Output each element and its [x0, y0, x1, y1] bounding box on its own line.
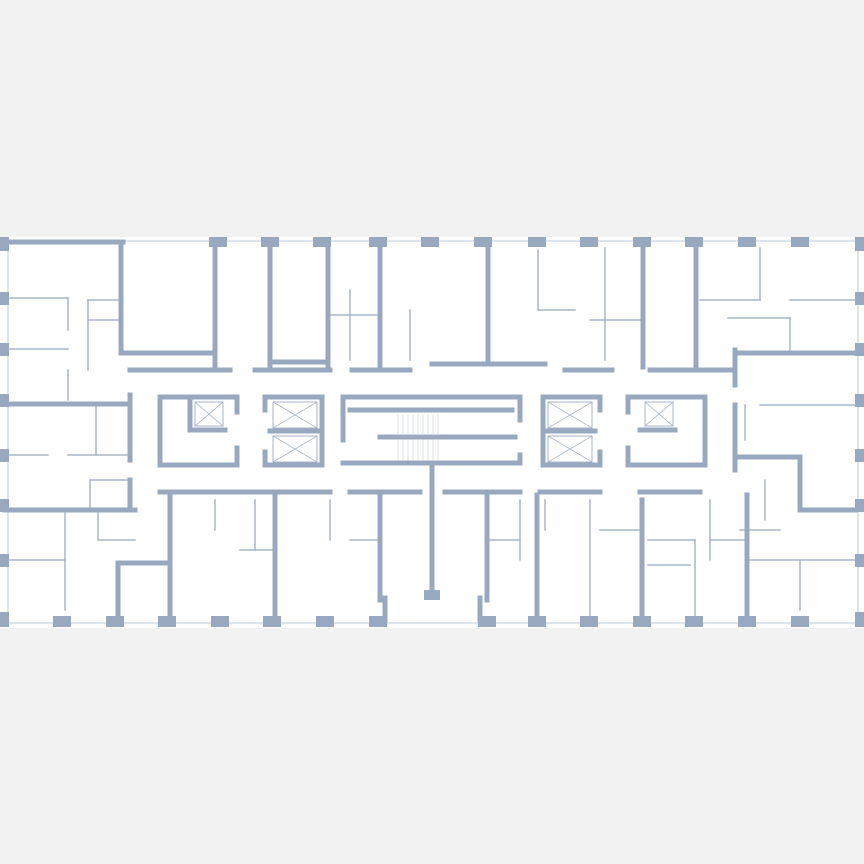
corner-column: [855, 612, 864, 627]
column: [0, 292, 9, 305]
column: [855, 499, 864, 512]
elevator-cross: [272, 401, 318, 429]
column: [0, 394, 9, 407]
column: [855, 449, 864, 462]
partition-walls: [9, 247, 856, 621]
column: [313, 237, 331, 247]
column: [424, 590, 440, 600]
column: [738, 237, 756, 247]
elevator-cross: [272, 435, 318, 463]
elevator-cross: [547, 401, 593, 429]
elevator-cabin: [547, 401, 593, 429]
elevator-cross: [547, 435, 593, 463]
column: [855, 343, 864, 356]
column: [685, 616, 703, 627]
column: [474, 237, 492, 247]
column: [633, 237, 651, 247]
elevator-cabin: [272, 435, 318, 463]
elevator-cross: [644, 401, 674, 427]
corner-column: [0, 237, 9, 251]
elevator-cabin: [194, 401, 224, 427]
column: [633, 616, 651, 627]
column: [0, 554, 9, 567]
corner-column: [0, 612, 9, 627]
stairwell: [397, 414, 439, 461]
column: [261, 237, 279, 247]
column: [580, 616, 598, 627]
elevator-cabin: [272, 401, 318, 429]
column: [0, 343, 9, 356]
column: [106, 616, 124, 627]
elevator-cabin: [547, 435, 593, 463]
column: [0, 449, 9, 462]
column: [855, 394, 864, 407]
column: [53, 616, 71, 627]
corner-column: [855, 237, 864, 251]
column: [369, 616, 387, 627]
column: [421, 237, 439, 247]
column: [158, 616, 176, 627]
elevator-shafts: [194, 401, 674, 463]
column: [580, 237, 598, 247]
structural-walls: [2, 239, 858, 623]
column: [685, 237, 703, 247]
column: [263, 616, 281, 627]
column: [528, 237, 546, 247]
column: [528, 616, 546, 627]
column: [316, 616, 334, 627]
elevator-cabin: [644, 401, 674, 427]
column: [0, 499, 9, 512]
column: [478, 616, 496, 627]
column: [855, 554, 864, 567]
column: [791, 237, 809, 247]
column: [211, 616, 229, 627]
column: [791, 616, 809, 627]
columns: [0, 237, 864, 627]
column: [369, 237, 387, 247]
elevator-cross: [194, 401, 224, 427]
column: [209, 237, 227, 247]
column: [855, 292, 864, 305]
column: [738, 616, 756, 627]
